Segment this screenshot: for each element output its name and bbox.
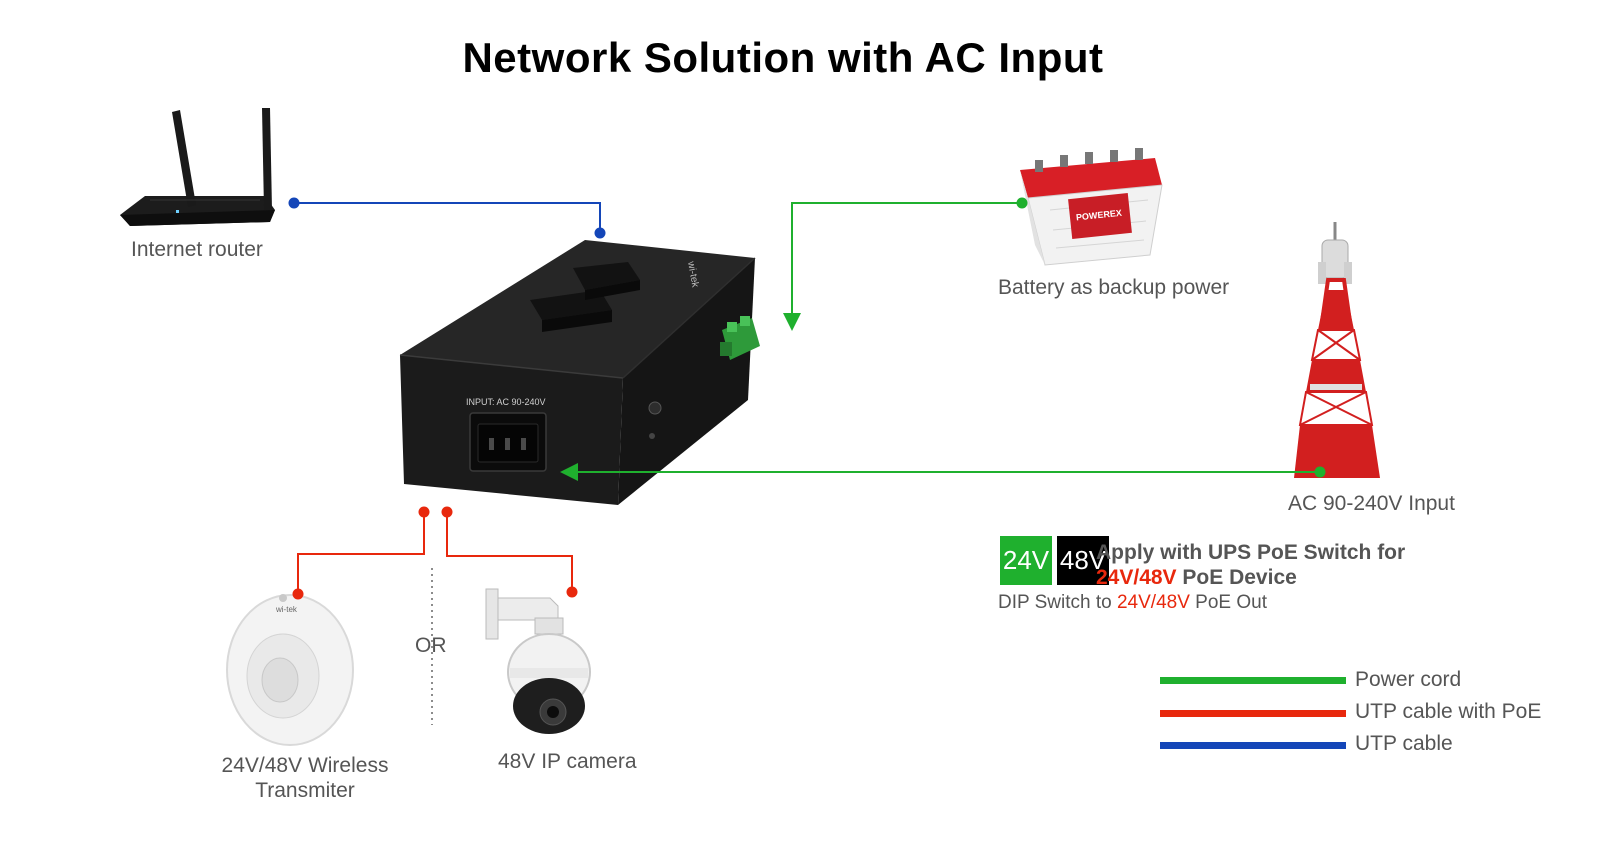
- battery-brand: POWEREX: [1076, 208, 1123, 223]
- dip-switch-note: DIP Switch to 24V/48V PoE Out: [998, 592, 1267, 614]
- badge-48v: 48V: [1057, 536, 1109, 585]
- dip-prefix: DIP Switch to: [998, 592, 1117, 613]
- transmitter-label: 24V/48V Wireless Transmiter: [205, 754, 405, 803]
- poe-transmitter-line-endpoint: [292, 588, 304, 600]
- utp-router-line: [294, 202, 601, 233]
- device-brand-mark: wi-tek: [685, 260, 701, 290]
- poe-injector-device: [399, 240, 760, 505]
- power-battery-line-arrowhead: [783, 313, 801, 331]
- utp-router-line-endpoint: [288, 197, 300, 209]
- utp-router-line-endpoint: [594, 227, 606, 239]
- router-icon: [120, 108, 275, 226]
- dip-voltage: 24V/48V: [1116, 592, 1190, 613]
- power-ac-line-endpoint: [1314, 466, 1326, 478]
- power-battery-line-endpoint: [1016, 197, 1028, 209]
- legend-label-power: Power cord: [1355, 668, 1462, 691]
- legend-line-poe: [1160, 710, 1346, 717]
- transmitter-brand: wi-tek: [275, 605, 298, 614]
- apply-line2: 24V/48V PoE Device: [1096, 565, 1405, 590]
- poe-camera-line-endpoint: [566, 586, 578, 598]
- apply-device: PoE Device: [1176, 566, 1297, 589]
- power-ac-line-arrowhead: [560, 463, 578, 481]
- legend-label-utp: UTP cable: [1355, 732, 1453, 755]
- poe-camera-line: [446, 512, 573, 592]
- wireless-transmitter-icon: [226, 594, 354, 746]
- connection-lines: [288, 197, 1326, 600]
- or-label: OR: [415, 634, 447, 657]
- poe-transmitter-line-endpoint: [418, 506, 430, 518]
- transmitter-label-line2: Transmiter: [255, 779, 355, 802]
- legend-label-poe: UTP cable with PoE: [1355, 700, 1542, 723]
- ip-camera-icon: [485, 588, 591, 734]
- dip-suffix: PoE Out: [1189, 592, 1267, 613]
- poe-transmitter-line: [297, 512, 425, 594]
- apply-voltage: 24V/48V: [1096, 566, 1177, 589]
- legend-line-utp: [1160, 742, 1346, 749]
- legend-line-power: [1160, 677, 1346, 684]
- device-input-label: INPUT: AC 90-240V: [466, 397, 546, 407]
- battery-label: Battery as backup power: [998, 276, 1230, 299]
- battery-icon: [1020, 148, 1163, 266]
- apply-line1: Apply with UPS PoE Switch for: [1096, 541, 1406, 564]
- router-label: Internet router: [131, 238, 263, 261]
- power-battery-line: [791, 202, 1022, 315]
- poe-camera-line-endpoint: [441, 506, 453, 518]
- camera-label: 48V IP camera: [498, 750, 637, 773]
- page-title: Network Solution with AC Input: [462, 34, 1104, 81]
- tower-label: AC 90-240V Input: [1288, 492, 1455, 515]
- transmitter-label-line1: 24V/48V Wireless: [221, 754, 389, 777]
- tower-icon: [1294, 222, 1380, 478]
- badge-24v: 24V: [1000, 536, 1052, 585]
- apply-text: Apply with UPS PoE Switch for 24V/48V Po…: [1096, 540, 1405, 590]
